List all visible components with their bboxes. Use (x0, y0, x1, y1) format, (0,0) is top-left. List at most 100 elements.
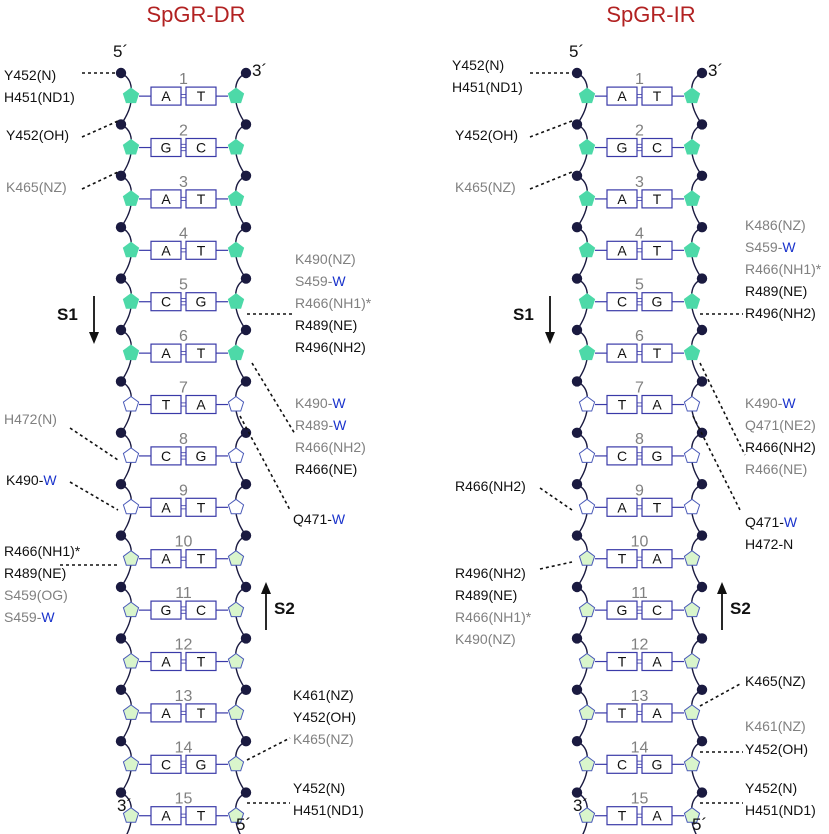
base-letter-right: C (196, 140, 206, 156)
panel-title: SpGR-DR (146, 2, 245, 27)
contact-line: H472(N) (4, 411, 57, 427)
contact-segment: Y452(N) (745, 780, 797, 796)
sugar-right (227, 652, 245, 669)
contact-segment: R489(NE) (295, 317, 357, 333)
pair-number: 5 (179, 277, 188, 294)
contact-line: R466(NH2) (745, 439, 816, 455)
contact-segment: Y452(OH) (293, 709, 356, 725)
base-box-right (641, 86, 673, 106)
base-letter-left: T (618, 705, 627, 721)
sugar-left (122, 447, 140, 463)
contact-segment: Q471- (293, 511, 332, 527)
base-letter-right: G (652, 756, 663, 772)
contact-segment: S459(OG) (4, 587, 68, 603)
contact-line: K465(NZ) (293, 731, 354, 747)
phosphate-left (115, 222, 127, 233)
phosphate-right (696, 170, 708, 181)
base-letter-right: T (653, 242, 662, 258)
contact-segment: R489(NE) (4, 565, 66, 581)
phosphate-right (696, 787, 708, 798)
base-letter-left: T (618, 551, 627, 567)
contact-line: R496(NH2) (455, 565, 526, 581)
sugar-left (578, 344, 596, 361)
contact-line: Q471-W (745, 514, 798, 530)
sugar-left (578, 704, 596, 720)
contact-dash (529, 120, 573, 138)
pair-number: 6 (635, 328, 644, 345)
sugar-right (227, 498, 245, 515)
contact-segment: R466(NE) (295, 461, 357, 477)
pair-number: 4 (179, 225, 188, 242)
phosphate-left (571, 222, 583, 233)
sugar-left (578, 395, 596, 412)
base-letter-right: T (197, 191, 206, 207)
contact-label: Q471-W (239, 415, 346, 527)
phosphate-left (115, 581, 127, 593)
contact-dash (81, 171, 119, 190)
contact-segment: S459- (745, 239, 783, 255)
contact-line: H451(ND1) (452, 79, 523, 95)
contact-segment: K461(NZ) (293, 687, 354, 703)
sugar-right (227, 550, 245, 566)
phosphate-left (571, 67, 583, 79)
base-box-right (641, 189, 673, 209)
phosphate-left (115, 324, 127, 336)
contact-segment: W (332, 395, 346, 411)
phosphate-right (240, 119, 252, 130)
base-letter-left: G (161, 140, 172, 156)
base-box-right (641, 343, 673, 363)
sugar-right (227, 293, 245, 309)
base-box-right (185, 497, 217, 517)
sugar-right (227, 807, 245, 823)
contact-line: Q471-W (293, 511, 346, 527)
pair-number: 1 (179, 71, 188, 88)
end-3-bottom: 3´ (573, 796, 588, 815)
contact-line: H472-N (745, 536, 793, 552)
phosphate-left (115, 273, 127, 284)
base-letter-right: T (653, 88, 662, 104)
contact-line: H451(ND1) (293, 802, 364, 818)
sugar-right (683, 550, 701, 566)
phosphate-right (696, 736, 708, 747)
pair-number: 7 (179, 380, 188, 397)
contact-line: K465(NZ) (745, 673, 806, 689)
contact-segment: R466(NH2) (455, 478, 526, 494)
sugar-right (227, 601, 245, 618)
base-letter-left: G (161, 602, 172, 618)
sugar-right (683, 344, 701, 361)
phosphate-right (240, 170, 252, 181)
contact-line: K465(NZ) (6, 179, 67, 195)
pair-number: 8 (635, 431, 644, 448)
base-box-right (185, 549, 217, 569)
strand-s2-label: S2 (730, 599, 751, 618)
contact-label: K465(NZ) (6, 171, 119, 195)
sugar-left (122, 550, 140, 566)
base-letter-right: T (197, 654, 206, 670)
contact-line: K490-W (295, 395, 346, 411)
base-box-left (606, 240, 638, 260)
base-box-right (641, 497, 673, 517)
base-box-right (185, 343, 217, 363)
pair-number: 9 (635, 482, 644, 499)
base-box-left (606, 86, 638, 106)
contact-line: R496(NH2) (295, 339, 366, 355)
sugar-left (578, 601, 596, 618)
base-letter-left: C (161, 294, 171, 310)
contact-segment: R496(NH2) (295, 339, 366, 355)
contact-segment: W (41, 609, 55, 625)
pair-number: 15 (175, 791, 193, 808)
contact-segment: K465(NZ) (293, 731, 354, 747)
base-letter-left: A (617, 345, 627, 361)
contact-segment: R466(NH1)* (4, 543, 81, 559)
contact-label: R496(NH2)R489(NE)R466(NH1)*K490(NZ) (455, 561, 573, 647)
phosphate-left (571, 684, 583, 695)
contact-segment: R466(NH1)* (455, 609, 532, 625)
base-letter-left: C (617, 448, 627, 464)
base-letter-right: A (652, 705, 662, 721)
phosphate-right (240, 222, 252, 233)
contact-dash (699, 683, 741, 707)
contact-line: R466(NH2) (455, 478, 526, 494)
phosphate-left (115, 67, 127, 79)
phosphate-left (571, 273, 583, 284)
